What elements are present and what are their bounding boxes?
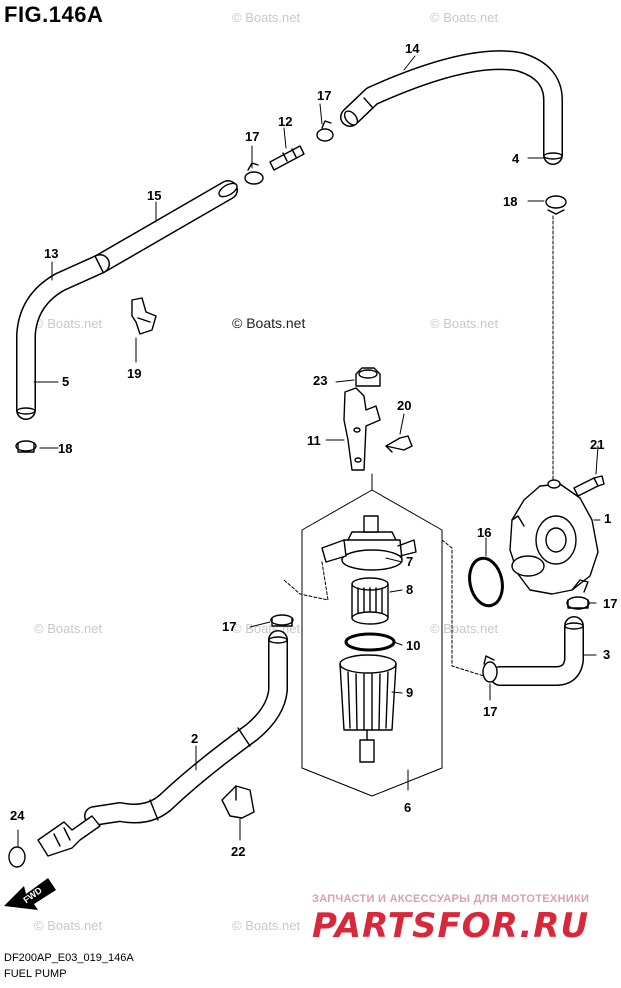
watermark: © Boats.net [430,621,499,636]
watermark-main: © Boats.net [232,315,305,331]
promo-tagline: ЗАПЧАСТИ И АКСЕССУАРЫ ДЛЯ МОТОТЕХНИКИ [312,893,590,905]
promo-logo[interactable]: PARTSFOR.RU [312,906,590,946]
callout: 14 [405,41,420,56]
callout: 12 [278,114,292,129]
callout: 15 [147,188,161,203]
nut-23 [355,367,381,387]
callout: 18 [58,441,72,456]
clip-19 [131,297,157,335]
watermark: © Boats.net [34,918,103,933]
bolt-21 [573,475,605,497]
filter-head-7 [321,515,417,571]
callout: 22 [231,844,245,859]
callout: 17 [245,129,259,144]
callout: 17 [317,88,331,103]
clamp-18b [545,195,567,215]
clip-22 [221,785,255,819]
callout: 5 [62,374,69,389]
callout: 16 [477,525,491,540]
footer-code: DF200AP_E03_019_146A [4,952,134,964]
figure-title: FIG.146A [4,2,104,27]
clamp-18a [15,440,37,453]
hose-15 [90,180,238,274]
filter-element-8 [351,577,389,625]
callout-numbers: 1 2 3 4 5 6 7 8 9 10 11 12 13 14 15 16 1… [10,41,617,859]
callout: 13 [44,246,58,261]
watermark: © Boats.net [430,316,499,331]
callout: 24 [10,808,25,823]
callout: 19 [127,366,141,381]
filter-bowl-9 [339,654,397,763]
callout: 17 [603,596,617,611]
callout: 21 [590,437,604,452]
callout: 3 [603,647,610,662]
filter-assembly-box-6 [301,473,443,797]
callout: 17 [222,619,236,634]
callout: 18 [503,194,517,209]
clamp-17c [270,614,294,627]
watermark: © Boats.net [232,10,301,25]
clamp-17d [566,596,590,610]
bracket-11 [343,387,381,471]
callout: 6 [404,800,411,815]
callout-leaders [17,55,601,847]
watermark: © Boats.net [34,316,103,331]
callout: 11 [307,433,321,448]
watermark: © Boats.net [430,10,499,25]
callout: 2 [191,731,198,746]
callout: 20 [397,398,411,413]
leader-lines [283,215,554,677]
callout: 1 [604,511,611,526]
hose-13-5 [16,254,110,420]
callout: 8 [406,582,413,597]
hose-3 [490,616,584,686]
footer-name: FUEL PUMP [4,968,67,980]
o-ring-10 [344,632,396,652]
joint-12 [269,145,305,171]
hose-14 [340,50,563,165]
clamp-17e [482,655,498,683]
o-ring-16 [468,556,504,608]
callout: 23 [313,373,327,388]
callout: 9 [406,685,413,700]
callout: 17 [483,704,497,719]
watermarks: © Boats.net © Boats.net © Boats.net © Bo… [34,10,499,933]
callout: 10 [406,638,420,653]
connector-24 [8,815,101,868]
watermark: © Boats.net [232,918,301,933]
watermark: © Boats.net [34,621,103,636]
fwd-arrow-icon: FWD [4,878,56,910]
clamp-17a [244,162,264,185]
hose-2 [84,630,288,826]
clamp-17b [316,120,334,142]
callout: 4 [512,151,520,166]
callout: 7 [406,554,413,569]
fuel-pump-1 [509,479,599,595]
bolt-20 [385,435,413,453]
